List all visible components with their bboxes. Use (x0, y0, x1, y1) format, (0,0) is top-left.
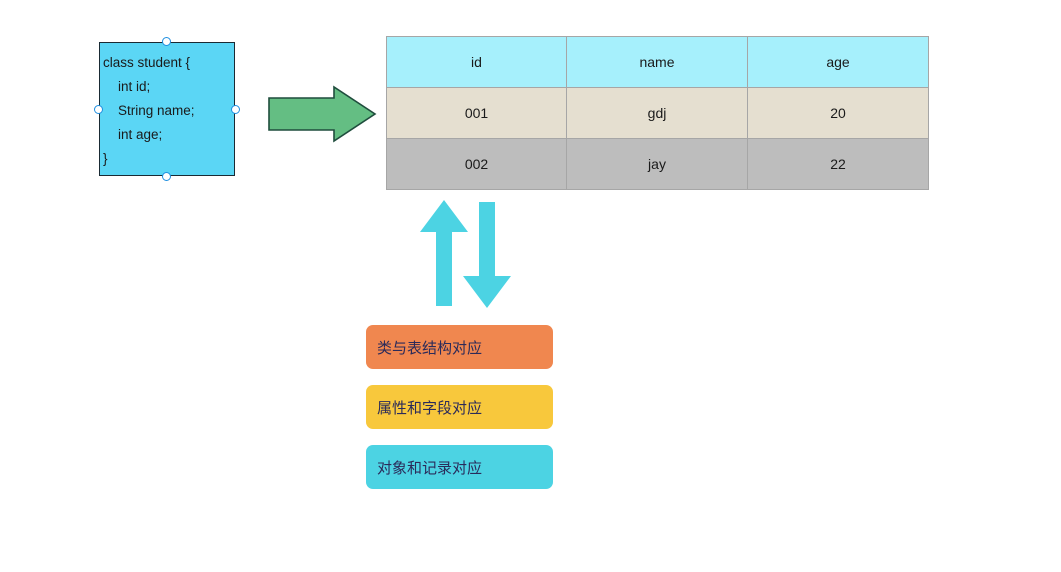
table-cell-id: 002 (386, 138, 567, 190)
down-arrow-icon (463, 202, 511, 308)
class-definition-box[interactable]: class student { int id; String name; int… (99, 42, 235, 176)
table-cell-name: jay (566, 138, 748, 190)
table-cell-age: 20 (747, 87, 929, 139)
table-body: 001 gdj 20 002 jay 22 (386, 87, 929, 190)
right-arrow-icon (268, 85, 377, 143)
table-header-row: id name age (386, 36, 929, 88)
table-cell-id: 001 (386, 87, 567, 139)
mapping-label-text: 属性和字段对应 (377, 398, 483, 417)
class-definition-code: class student { int id; String name; int… (103, 55, 195, 166)
table-cell-name: gdj (566, 87, 748, 139)
table-header-id: id (386, 36, 567, 88)
table-row: 001 gdj 20 (386, 87, 929, 139)
mapping-label-object-record[interactable]: 对象和记录对应 (366, 445, 553, 489)
mapping-label-class-table[interactable]: 类与表结构对应 (366, 325, 553, 369)
student-table: id name age 001 gdj 20 002 jay 22 (386, 36, 929, 190)
mapping-label-field-column[interactable]: 属性和字段对应 (366, 385, 553, 429)
selection-handle-bottom[interactable] (162, 172, 171, 181)
table-cell-age: 22 (747, 138, 929, 190)
sync-arrows-group (420, 200, 511, 308)
mapping-label-text: 类与表结构对应 (377, 338, 483, 357)
selection-handle-right[interactable] (231, 105, 240, 114)
table-header-name: name (566, 36, 748, 88)
up-arrow-icon (420, 200, 468, 306)
table-header-age: age (747, 36, 929, 88)
selection-handle-left[interactable] (94, 105, 103, 114)
table-row: 002 jay 22 (386, 138, 929, 190)
table-header: id name age (386, 36, 929, 88)
selection-handle-top[interactable] (162, 37, 171, 46)
mapping-label-text: 对象和记录对应 (377, 458, 483, 477)
